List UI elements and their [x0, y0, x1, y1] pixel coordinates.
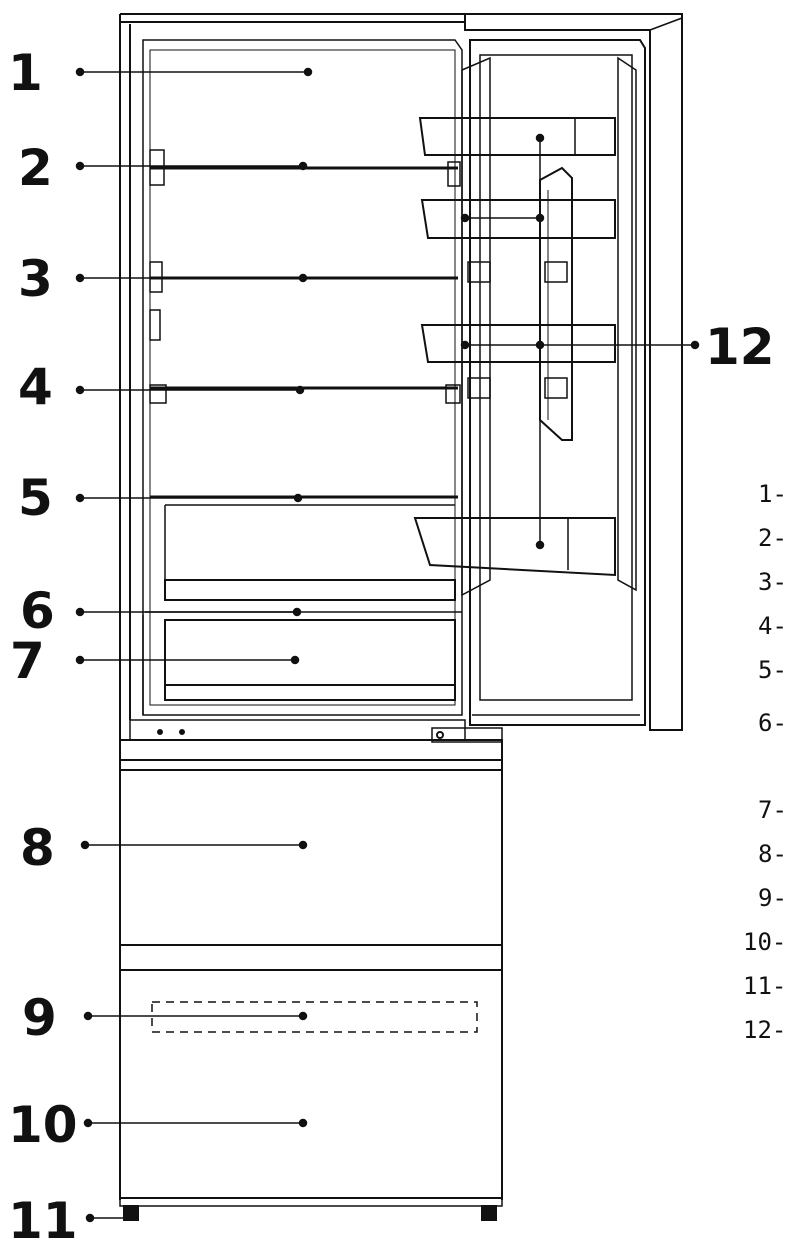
legend-item-5: 5- — [758, 656, 787, 684]
legend-item-3: 3- — [758, 568, 787, 596]
leader-3 — [75, 273, 308, 283]
leader-12-dots — [460, 133, 700, 550]
leader-1 — [75, 67, 313, 77]
callout-8: 8 — [20, 819, 55, 877]
legend-list: 1- 2- 3- 4- 5- 6- 7- 8- 9- 10- 11- 12- — [743, 480, 787, 1044]
legend-item-4: 4- — [758, 612, 787, 640]
callout-10: 10 — [8, 1096, 78, 1154]
legend-item-8: 8- — [758, 840, 787, 868]
callout-5: 5 — [18, 469, 53, 527]
leader-9 — [83, 1011, 308, 1021]
callout-7: 7 — [10, 632, 45, 690]
leader-6 — [75, 607, 302, 617]
leader-7 — [75, 655, 300, 665]
callout-1: 1 — [8, 44, 43, 102]
leader-10 — [83, 1118, 308, 1128]
leader-8 — [80, 840, 308, 850]
leader-4 — [75, 385, 305, 395]
legend-item-2: 2- — [758, 524, 787, 552]
callout-6: 6 — [20, 582, 55, 640]
callout-11: 11 — [8, 1192, 78, 1246]
leader-11 — [85, 1213, 127, 1223]
leader-lines — [75, 67, 700, 1223]
callout-2: 2 — [18, 139, 53, 197]
legend-item-9: 9- — [758, 884, 787, 912]
legend-item-10: 10- — [743, 928, 786, 956]
legend-item-7: 7- — [758, 796, 787, 824]
callout-9: 9 — [22, 989, 57, 1047]
legend-item-6: 6- — [758, 709, 787, 737]
fridge-illustration — [119, 13, 683, 1221]
callout-4: 4 — [18, 358, 53, 416]
leader-2 — [75, 161, 308, 171]
legend-item-1: 1- — [758, 480, 787, 508]
callout-12: 12 — [705, 318, 775, 376]
callout-numbers: 1 2 3 4 5 6 7 8 9 10 11 12 — [8, 44, 775, 1246]
legend-item-12: 12- — [743, 1016, 786, 1044]
callout-3: 3 — [18, 250, 53, 308]
legend-item-11: 11- — [743, 972, 786, 1000]
leader-5 — [75, 493, 303, 503]
